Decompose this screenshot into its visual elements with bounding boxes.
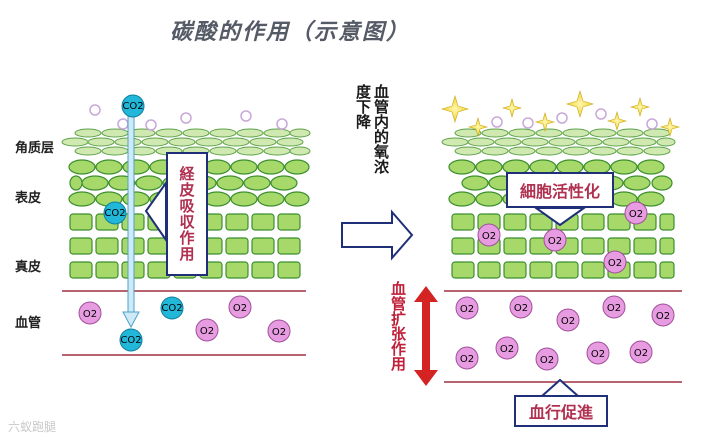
o2-label: O2 [272, 327, 286, 338]
co2-molecule: CO2 [122, 95, 144, 117]
o2-label: O2 [83, 309, 97, 320]
oxygen-note-col-2: 血管内的氧浓 [372, 84, 389, 174]
o2-molecule: O2 [196, 319, 218, 341]
o2-label: O2 [500, 344, 514, 355]
dilation-label: 血管扩张作用 [389, 281, 406, 371]
co2-label: CO2 [161, 303, 182, 314]
o2-label: O2 [607, 303, 621, 314]
o2-molecule: O2 [544, 229, 566, 251]
oxygen-note-col-1: 度下降 [354, 84, 371, 129]
o2-molecule: O2 [536, 348, 558, 370]
o2-label: O2 [634, 348, 648, 359]
o2-molecule: O2 [79, 302, 101, 324]
o2-molecule: O2 [557, 309, 579, 331]
circulation-callout: 血行促進 [514, 395, 608, 427]
activation-callout: 細胞活性化 [506, 172, 614, 208]
watermark: 六蚁跑腿 [8, 418, 56, 435]
o2-molecule: O2 [478, 224, 500, 246]
o2-label: O2 [482, 231, 496, 242]
o2-molecule: O2 [496, 337, 518, 359]
co2-molecule: CO2 [161, 297, 183, 319]
o2-molecule: O2 [456, 347, 478, 369]
co2-label: CO2 [120, 335, 141, 346]
co2-molecule: CO2 [120, 329, 142, 351]
o2-label: O2 [514, 303, 528, 314]
co2-label: CO2 [122, 101, 143, 112]
o2-label: O2 [540, 355, 554, 366]
o2-label: O2 [561, 316, 575, 327]
o2-molecule: O2 [604, 251, 626, 273]
o2-molecule: O2 [268, 320, 290, 342]
o2-molecule: O2 [625, 202, 647, 224]
o2-molecule: O2 [510, 296, 532, 318]
o2-molecule: O2 [587, 342, 609, 364]
o2-label: O2 [656, 311, 670, 322]
o2-label: O2 [629, 209, 643, 220]
co2-molecule: CO2 [104, 202, 126, 224]
o2-label: O2 [591, 349, 605, 360]
o2-molecule: O2 [229, 296, 251, 318]
o2-label: O2 [608, 258, 622, 269]
o2-label: O2 [548, 236, 562, 247]
co2-label: CO2 [104, 208, 125, 219]
o2-label: O2 [460, 354, 474, 365]
o2-label: O2 [460, 304, 474, 315]
o2-molecule: O2 [603, 296, 625, 318]
o2-molecule: O2 [456, 297, 478, 319]
o2-molecule: O2 [630, 341, 652, 363]
o2-label: O2 [233, 303, 247, 314]
o2-label: O2 [200, 326, 214, 337]
o2-molecule: O2 [652, 304, 674, 326]
